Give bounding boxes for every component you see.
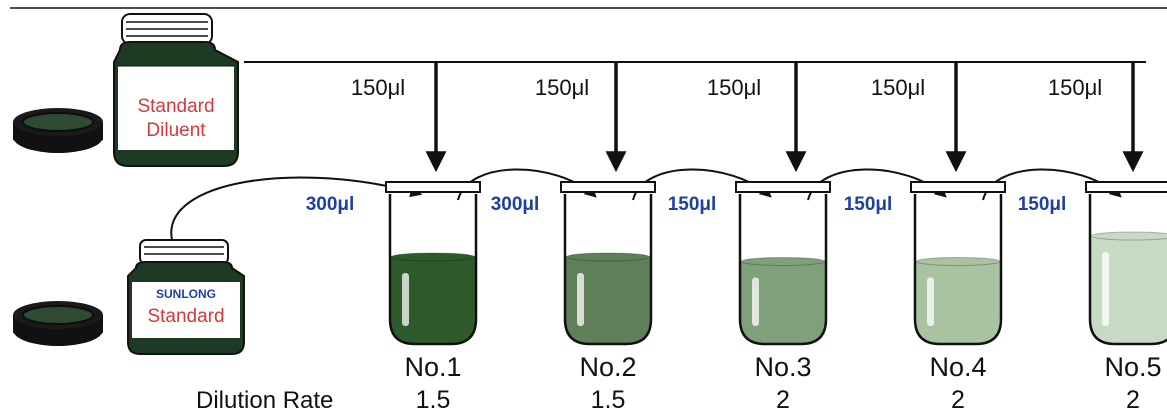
tube-label: No.1 bbox=[404, 352, 461, 382]
standard-bottle: SUNLONG Standard bbox=[127, 239, 245, 355]
tube-label: No.2 bbox=[579, 352, 636, 382]
transfer-volume-label: 300μl bbox=[491, 194, 540, 215]
tube-highlight bbox=[577, 273, 584, 326]
transfer-volume-label: 150μl bbox=[844, 194, 893, 215]
dilution-rate-label: Dilution Rate bbox=[196, 387, 333, 414]
test-tube bbox=[560, 181, 656, 346]
tube-highlight bbox=[1102, 252, 1109, 326]
tube-label: No.3 bbox=[754, 352, 811, 382]
test-tube bbox=[1085, 181, 1167, 346]
tube-label: No.4 bbox=[929, 352, 986, 382]
diluent-volume-label: 150μl bbox=[707, 75, 761, 100]
dilution-rate-value: 2 bbox=[1126, 386, 1140, 414]
diluent-lid bbox=[13, 108, 103, 153]
standard-label: Standard bbox=[147, 306, 224, 327]
transfer-volume-label: 150μl bbox=[668, 194, 717, 215]
diluent-volume-label: 150μl bbox=[535, 75, 589, 100]
dilution-rate-value: 2 bbox=[951, 386, 965, 414]
diluent-label-line1: Standard bbox=[137, 96, 214, 117]
diluent-label-line2: Diluent bbox=[146, 120, 206, 141]
transfer-volume-label: 300μl bbox=[306, 194, 355, 215]
diluent-volume-label: 150μl bbox=[871, 75, 925, 100]
standard-to-tube1-arrow bbox=[170, 176, 423, 241]
tube-highlight bbox=[927, 277, 934, 326]
tube-label: No.5 bbox=[1104, 352, 1161, 382]
dilution-rate-value: 1.5 bbox=[591, 386, 626, 414]
diluent-volume-label: 150μl bbox=[1048, 75, 1102, 100]
test-tube bbox=[735, 181, 831, 346]
standard-lid bbox=[13, 301, 103, 346]
diluent-bottle: Standard Diluent bbox=[113, 13, 239, 167]
tube-liquid bbox=[1090, 236, 1167, 344]
transfer-volume-label: 150μl bbox=[1018, 194, 1067, 215]
diluent-volume-label: 150μl bbox=[351, 75, 405, 100]
dilution-rate-value: 2 bbox=[776, 386, 790, 414]
dilution-rate-value: 1.5 bbox=[416, 386, 451, 414]
test-tube bbox=[910, 181, 1006, 346]
standard-brand: SUNLONG bbox=[156, 287, 216, 301]
tube-highlight bbox=[752, 277, 759, 326]
tube-highlight bbox=[402, 273, 409, 326]
test-tube bbox=[385, 181, 481, 346]
